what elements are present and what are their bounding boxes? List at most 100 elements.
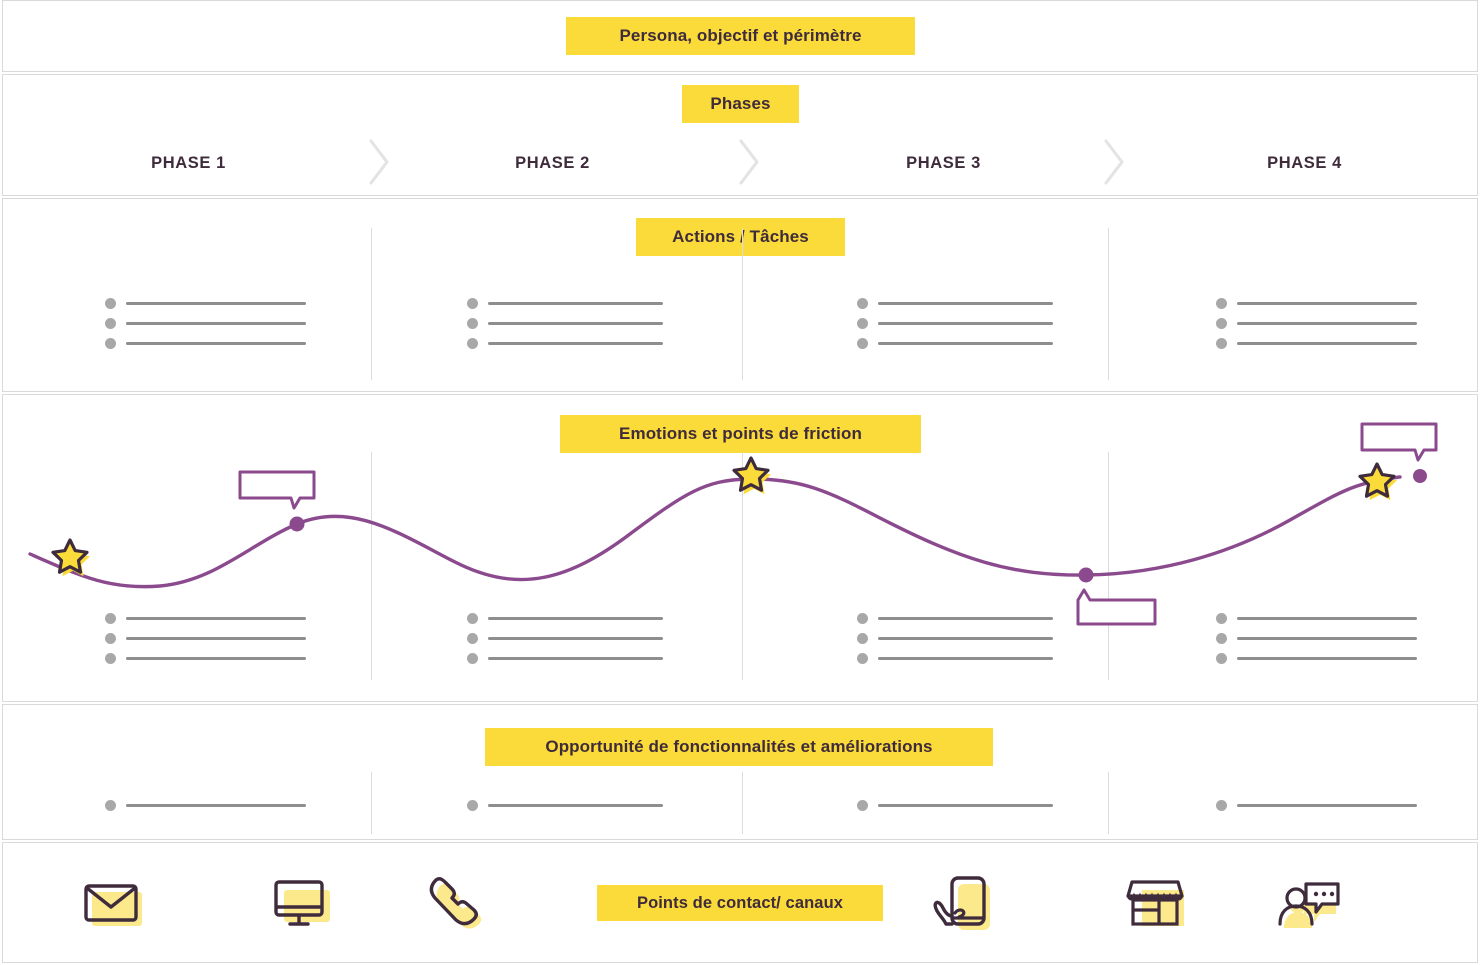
banner-phases: Phases: [682, 85, 799, 123]
placeholder-bar: [1237, 322, 1417, 325]
placeholder-bar: [1237, 804, 1417, 807]
bullet-dot-icon: [467, 338, 478, 349]
placeholder-bar: [488, 657, 663, 660]
placeholder-bar: [488, 617, 663, 620]
placeholder-bar: [878, 322, 1053, 325]
person-chat-icon[interactable]: [1272, 866, 1346, 940]
row-opportunities: [2, 704, 1478, 840]
placeholder-line[interactable]: [105, 293, 335, 313]
banner-actions: Actions / Tâches: [636, 218, 845, 256]
actions-bullets-column-1: [105, 293, 335, 353]
bullet-dot-icon: [1216, 653, 1227, 664]
placeholder-line[interactable]: [857, 608, 1087, 628]
bullet-dot-icon: [1216, 613, 1227, 624]
placeholder-line[interactable]: [857, 293, 1087, 313]
placeholder-bar: [126, 804, 306, 807]
bullet-dot-icon: [105, 613, 116, 624]
bullet-dot-icon: [105, 338, 116, 349]
placeholder-line[interactable]: [467, 608, 697, 628]
bullet-dot-icon: [857, 338, 868, 349]
placeholder-line[interactable]: [1216, 795, 1446, 815]
bullet-dot-icon: [105, 318, 116, 329]
placeholder-bar: [488, 342, 663, 345]
placeholder-line[interactable]: [467, 333, 697, 353]
bullet-dot-icon: [857, 633, 868, 644]
placeholder-bar: [488, 804, 663, 807]
bullet-dot-icon: [1216, 800, 1227, 811]
placeholder-line[interactable]: [857, 333, 1087, 353]
envelope-icon[interactable]: [76, 866, 150, 940]
actions-bullets-column-4: [1216, 293, 1446, 353]
actions-bullets-column-3: [857, 293, 1087, 353]
phase-label-4: PHASE 4: [1267, 154, 1342, 172]
bullet-dot-icon: [467, 298, 478, 309]
opportunities-bullets-column-2: [467, 795, 697, 815]
placeholder-line[interactable]: [105, 313, 335, 333]
placeholder-line[interactable]: [105, 795, 335, 815]
bullet-dot-icon: [467, 613, 478, 624]
chevron-separator-3: [1103, 138, 1125, 186]
column-divider-7: [371, 772, 372, 834]
phase-label-3: PHASE 3: [906, 154, 981, 172]
column-divider-8: [742, 772, 743, 834]
placeholder-line[interactable]: [467, 628, 697, 648]
placeholder-bar: [126, 342, 306, 345]
banner-persona: Persona, objectif et périmètre: [566, 17, 915, 55]
bullet-dot-icon: [105, 633, 116, 644]
placeholder-line[interactable]: [857, 628, 1087, 648]
placeholder-line[interactable]: [857, 795, 1087, 815]
placeholder-line[interactable]: [467, 795, 697, 815]
placeholder-bar: [1237, 617, 1417, 620]
placeholder-line[interactable]: [105, 648, 335, 668]
placeholder-bar: [488, 302, 663, 305]
placeholder-line[interactable]: [467, 293, 697, 313]
placeholder-line[interactable]: [1216, 628, 1446, 648]
banner-touchpoints: Points de contact/ canaux: [597, 885, 883, 921]
bullet-dot-icon: [467, 633, 478, 644]
monitor-icon[interactable]: [264, 866, 338, 940]
bullet-dot-icon: [105, 800, 116, 811]
placeholder-line[interactable]: [105, 333, 335, 353]
placeholder-bar: [878, 617, 1053, 620]
chevron-separator-2: [738, 138, 760, 186]
bullet-dot-icon: [1216, 298, 1227, 309]
placeholder-line[interactable]: [1216, 608, 1446, 628]
opportunities-bullets-column-1: [105, 795, 335, 815]
placeholder-bar: [126, 637, 306, 640]
placeholder-line[interactable]: [1216, 293, 1446, 313]
placeholder-line[interactable]: [1216, 648, 1446, 668]
placeholder-bar: [1237, 302, 1417, 305]
placeholder-bar: [126, 322, 306, 325]
placeholder-bar: [878, 637, 1053, 640]
placeholder-line[interactable]: [467, 313, 697, 333]
placeholder-bar: [126, 617, 306, 620]
actions-bullets-column-2: [467, 293, 697, 353]
bullet-dot-icon: [857, 613, 868, 624]
placeholder-line[interactable]: [105, 628, 335, 648]
bullet-dot-icon: [105, 298, 116, 309]
placeholder-bar: [878, 804, 1053, 807]
column-divider-9: [1108, 772, 1109, 834]
opportunities-bullets-column-4: [1216, 795, 1446, 815]
placeholder-bar: [878, 342, 1053, 345]
placeholder-bar: [878, 657, 1053, 660]
store-icon[interactable]: [1120, 866, 1194, 940]
placeholder-line[interactable]: [105, 608, 335, 628]
bullet-dot-icon: [1216, 318, 1227, 329]
placeholder-line[interactable]: [857, 313, 1087, 333]
bullet-dot-icon: [857, 653, 868, 664]
placeholder-line[interactable]: [1216, 333, 1446, 353]
phase-label-1: PHASE 1: [151, 154, 226, 172]
placeholder-bar: [1237, 637, 1417, 640]
bullet-dot-icon: [1216, 633, 1227, 644]
phone-icon[interactable]: [414, 866, 488, 940]
placeholder-bar: [1237, 342, 1417, 345]
placeholder-line[interactable]: [857, 648, 1087, 668]
placeholder-line[interactable]: [1216, 313, 1446, 333]
placeholder-line[interactable]: [467, 648, 697, 668]
opportunities-bullets-column-3: [857, 795, 1087, 815]
mobile-hand-icon[interactable]: [928, 866, 1002, 940]
column-divider-4: [371, 452, 372, 680]
placeholder-bar: [126, 657, 306, 660]
